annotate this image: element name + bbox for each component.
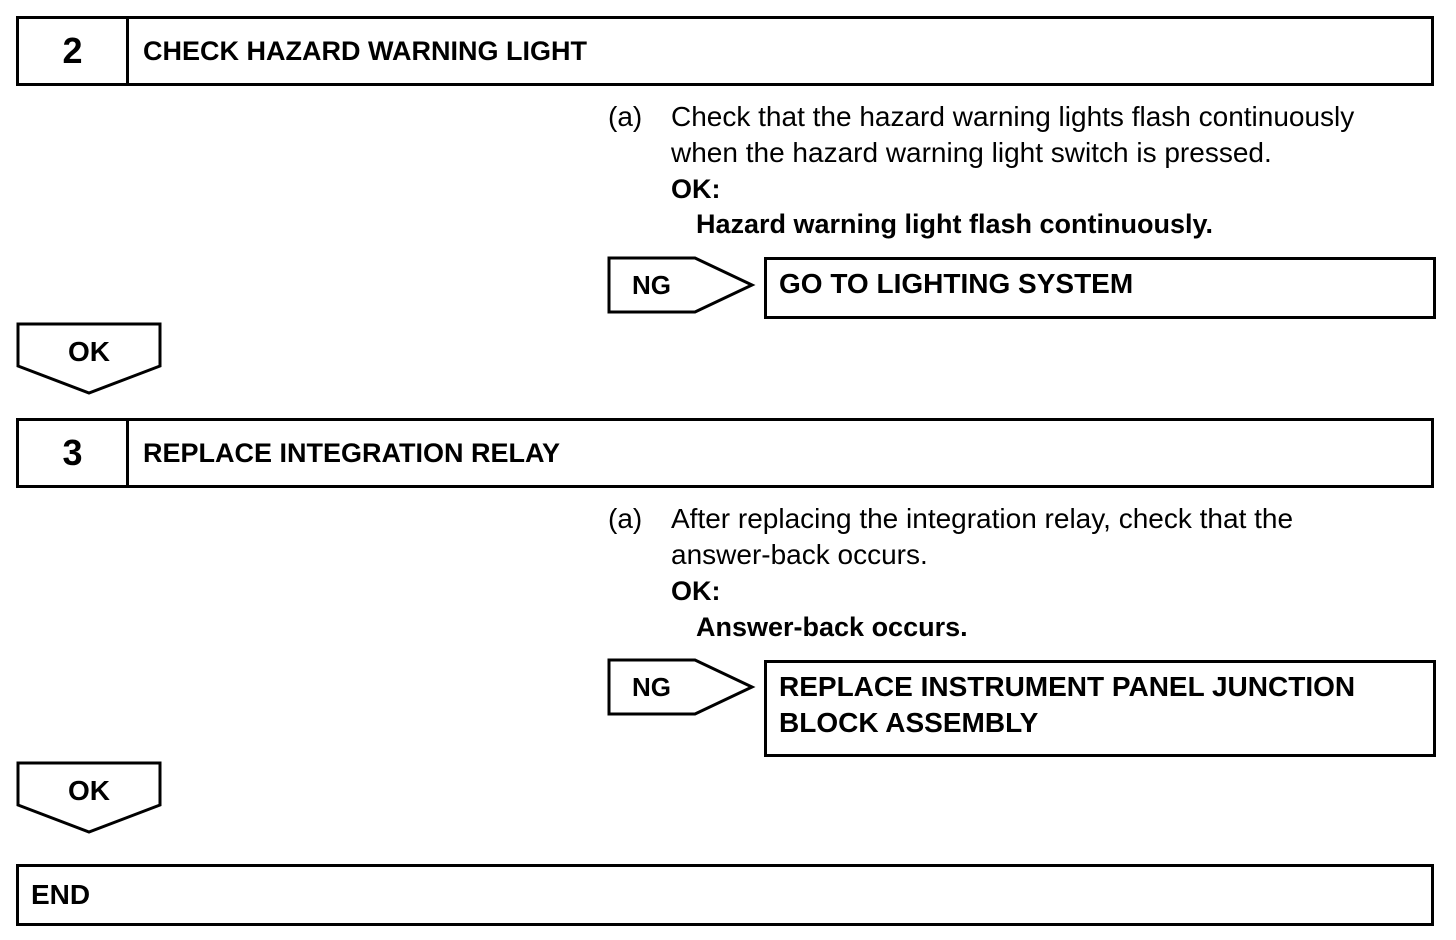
ok-arrow-shape [16,761,162,834]
ok-arrow-shape [16,322,162,395]
ng-result-line: GO TO LIGHTING SYSTEM [779,268,1134,299]
ok-value: Hazard warning light flash continuously. [696,209,1214,239]
step-title: REPLACE INTEGRATION RELAY [143,437,561,468]
sub-item-text-line: when the hazard warning light switch is … [671,137,1272,168]
ok-value: Answer-back occurs. [696,612,968,642]
ng-result-line: BLOCK ASSEMBLY [779,707,1039,738]
sub-item-text-line: answer-back occurs. [671,539,928,570]
sub-item-label: (a) [608,503,643,534]
ng-result-box: REPLACE INSTRUMENT PANEL JUNCTION BLOCK … [764,660,1436,757]
step-number: 3 [19,421,129,485]
ng-arrow-shape [607,256,756,314]
ng-label: NG [632,672,671,702]
ok-label: OK: [671,174,721,204]
sub-item-text: Check that the hazard warning lights fla… [671,99,1354,171]
ok-arrow-label: OK [68,775,110,806]
step-number: 2 [19,19,129,83]
ng-result-box: GO TO LIGHTING SYSTEM [764,257,1436,319]
sub-item-text-line: After replacing the integration relay, c… [671,503,1294,534]
ok-arrow-label: OK [68,336,110,367]
ng-arrow-shape [607,658,756,716]
step-3-header: 3 REPLACE INTEGRATION RELAY [16,418,1434,488]
end-box: END [16,864,1434,926]
sub-item-label: (a) [608,101,643,132]
sub-item-text-line: Check that the hazard warning lights fla… [671,101,1355,132]
step-title: CHECK HAZARD WARNING LIGHT [143,35,587,66]
ng-result-line: REPLACE INSTRUMENT PANEL JUNCTION [779,671,1356,702]
ok-label: OK: [671,576,721,606]
end-label: END [31,879,91,910]
step-2-header: 2 CHECK HAZARD WARNING LIGHT [16,16,1434,86]
ng-label: NG [632,270,671,300]
sub-item-text: After replacing the integration relay, c… [671,501,1293,573]
